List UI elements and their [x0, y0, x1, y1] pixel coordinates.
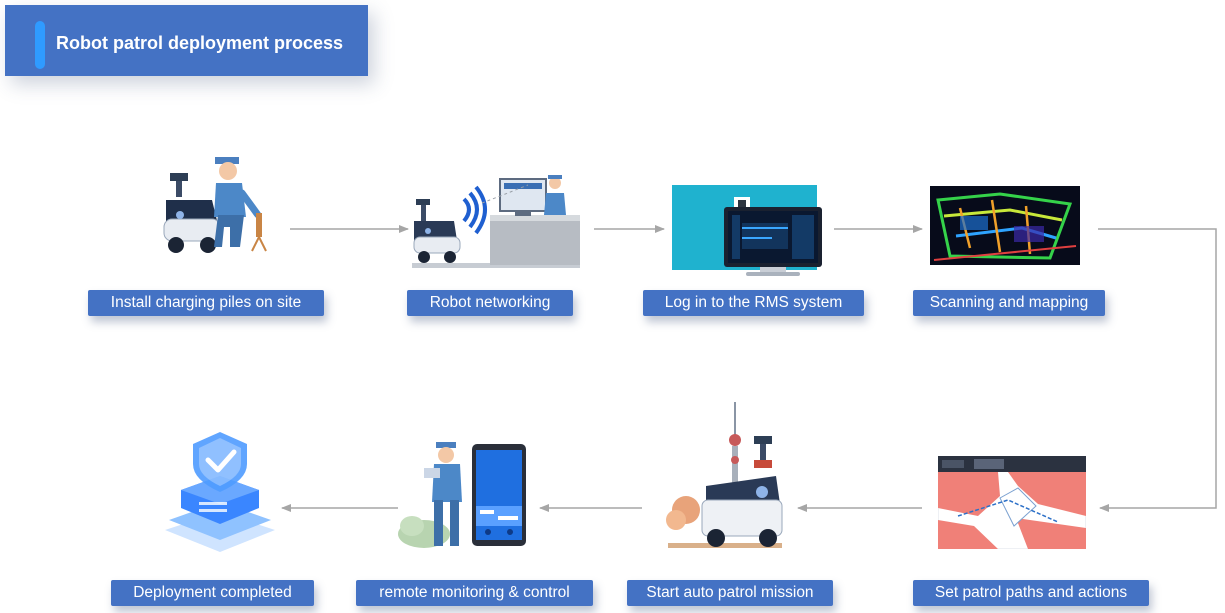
step-8-label: Deployment completed: [111, 580, 314, 606]
charging-pile-install-illustration: [163, 157, 267, 253]
step-5-label: Set patrol paths and actions: [913, 580, 1149, 606]
robot-networking-illustration: [412, 175, 580, 268]
patrol-path-map-illustration: [938, 456, 1086, 549]
point-cloud-map-illustration: [930, 186, 1080, 265]
page-title: Robot patrol deployment process: [56, 33, 344, 53]
auto-patrol-robot-illustration: [666, 402, 783, 548]
arrow-4-to-5: [1098, 228, 1217, 512]
step-3-label: Log in to the RMS system: [643, 290, 864, 316]
step-4-label: Scanning and mapping: [913, 290, 1105, 316]
step-6-label: Start auto patrol mission: [627, 580, 833, 606]
deployment-completed-illustration: [165, 432, 275, 552]
title-banner: Robot patrol deployment process: [5, 5, 368, 76]
remote-monitoring-illustration: [398, 442, 526, 548]
step-7-label: remote monitoring & control: [356, 580, 593, 606]
rms-system-illustration: [672, 185, 822, 276]
step-1-label: Install charging piles on site: [88, 290, 324, 316]
step-2-label: Robot networking: [407, 290, 573, 316]
title-accent-bar: [35, 21, 45, 69]
